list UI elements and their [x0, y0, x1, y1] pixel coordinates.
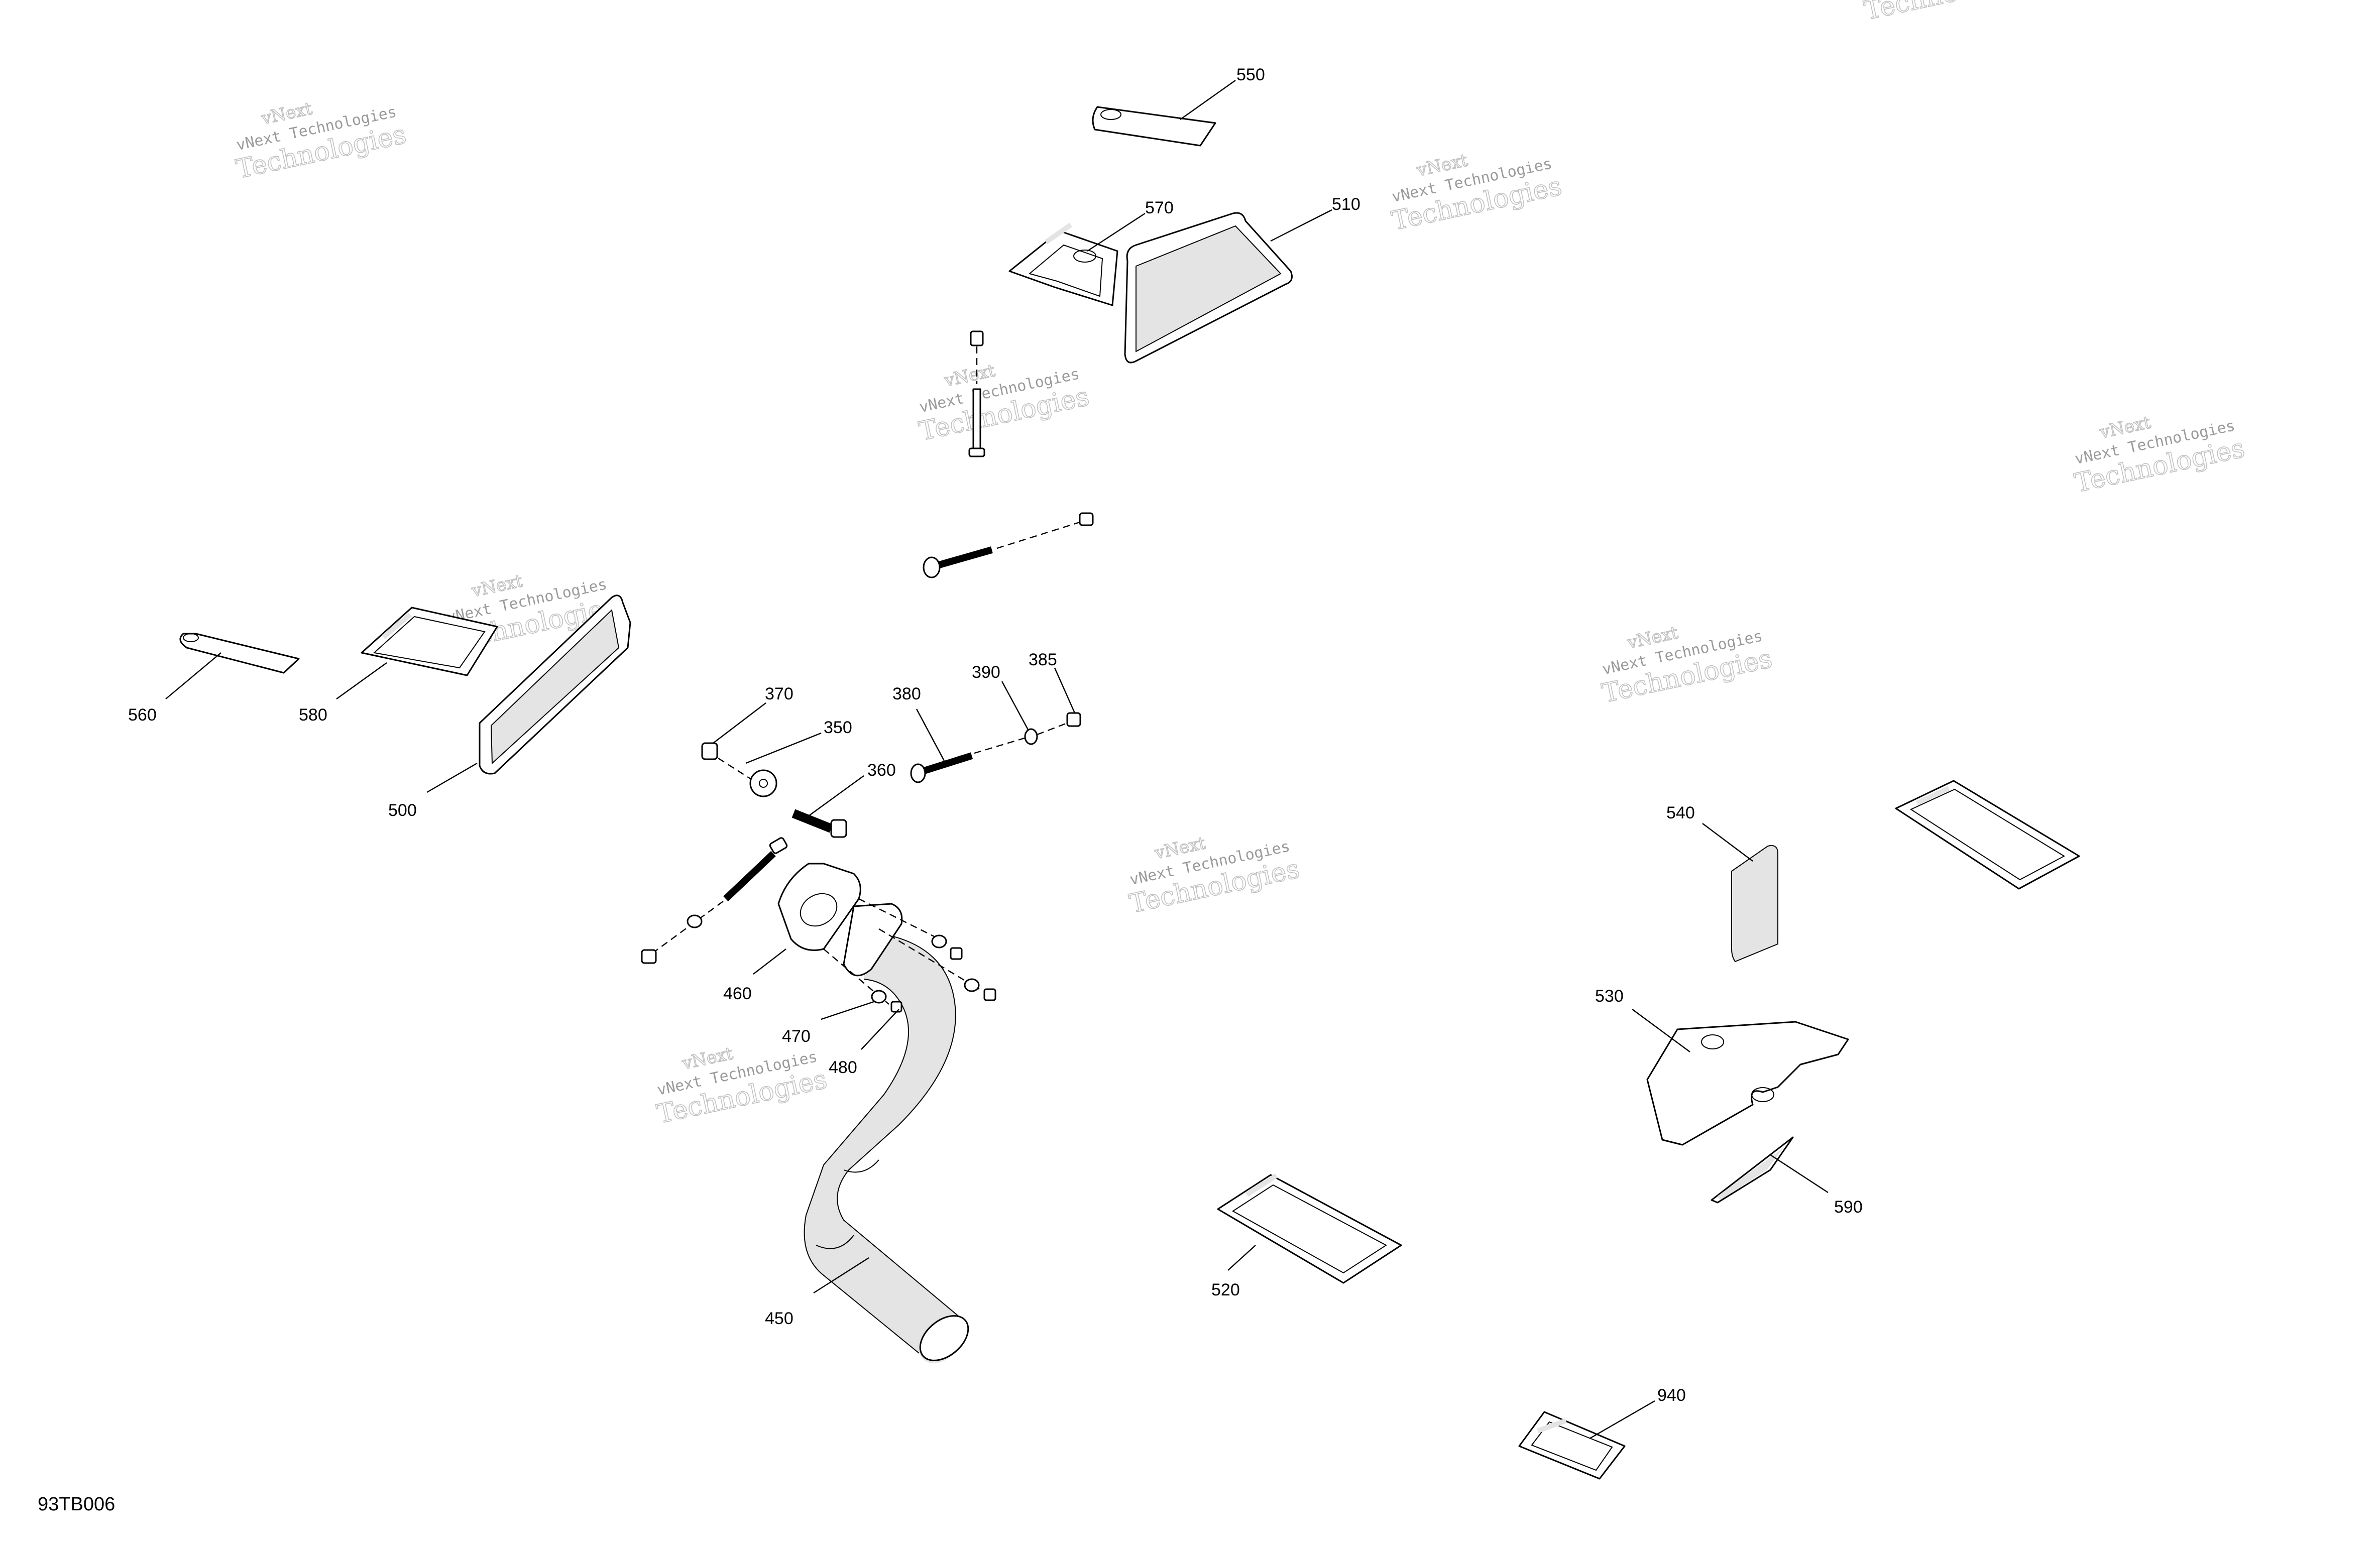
part-580-label: 580 — [299, 607, 498, 725]
bolt-left-long — [641, 837, 788, 964]
callout-510: 510 — [1332, 195, 1361, 214]
callout-350: 350 — [824, 718, 852, 737]
part-label-right — [1895, 780, 2080, 890]
callout-580: 580 — [299, 705, 327, 725]
callout-370: 370 — [765, 684, 794, 703]
callout-560: 560 — [128, 705, 157, 725]
callout-480: 480 — [829, 1058, 857, 1077]
watermark-big: Technologies — [1862, 0, 2037, 26]
part-540-label: 540 — [1666, 803, 1778, 963]
callout-520: 520 — [1211, 1280, 1240, 1299]
callout-360: 360 — [867, 761, 896, 780]
callout-570: 570 — [1145, 198, 1174, 217]
callout-500: 500 — [388, 801, 417, 820]
part-510-label: 510 — [1124, 195, 1361, 364]
part-450-exhaust-pipe: 460 470 480 450 — [723, 863, 996, 1363]
part-550-label: 550 — [1092, 65, 1265, 147]
part-500-label: 500 — [388, 595, 631, 820]
part-590-label: 590 — [1711, 1136, 1863, 1217]
diagram-reference-code: 93TB006 — [38, 1494, 115, 1515]
callout-530: 530 — [1595, 987, 1624, 1006]
callout-385: 385 — [1029, 650, 1057, 669]
part-940-label: 940 — [1518, 1386, 1686, 1480]
callout-590: 590 — [1834, 1198, 1863, 1217]
hardware-cluster-350: 370 350 360 — [701, 684, 896, 838]
part-530-label: 530 — [1595, 987, 1849, 1146]
callout-940: 940 — [1657, 1386, 1686, 1405]
callout-550: 550 — [1236, 65, 1265, 84]
callout-450: 450 — [765, 1309, 794, 1328]
callout-390: 390 — [972, 663, 1000, 682]
bolt-vertical — [968, 330, 985, 457]
callout-380: 380 — [892, 684, 921, 703]
part-560-label: 560 — [128, 633, 300, 725]
bolt-380: 380 390 385 — [892, 650, 1081, 783]
callout-460: 460 — [723, 984, 752, 1003]
callout-470: 470 — [782, 1027, 811, 1046]
callout-540: 540 — [1666, 803, 1695, 822]
part-520-label: 520 — [1211, 1173, 1402, 1299]
part-570-label: 570 — [1008, 198, 1174, 306]
bolt-diagonal-upper — [923, 512, 1094, 578]
